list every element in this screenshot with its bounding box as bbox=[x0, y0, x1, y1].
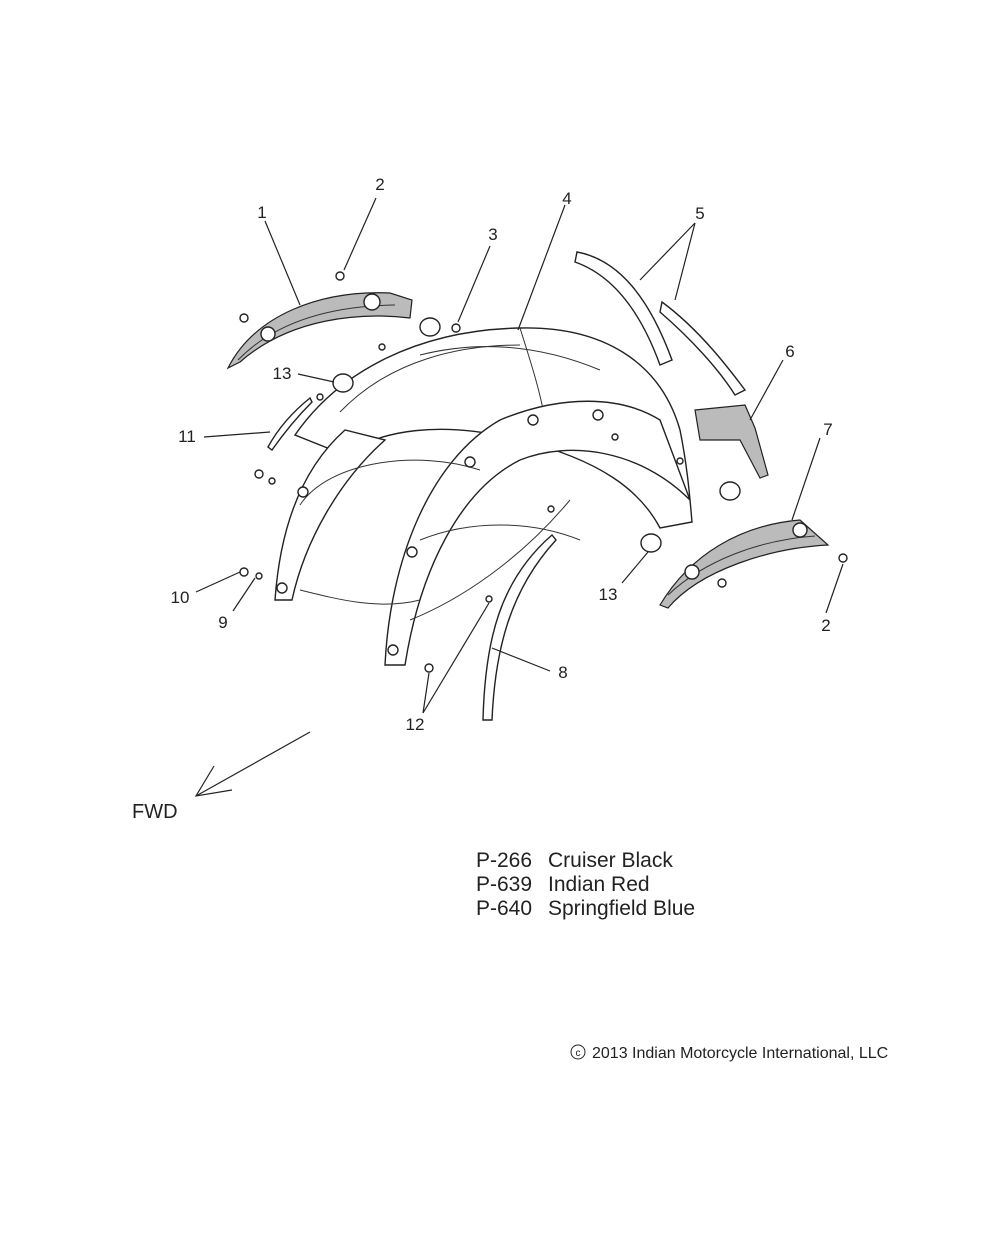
paint-name: Indian Red bbox=[548, 873, 650, 896]
callout-8: 8 bbox=[558, 663, 567, 682]
copyright-symbol: c bbox=[576, 1048, 581, 1059]
fwd-label: FWD bbox=[132, 801, 178, 823]
paint-code: P-640 bbox=[476, 897, 532, 920]
callout-labels: 1 2 2 3 4 5 6 7 8 9 10 11 12 13 13 bbox=[171, 175, 833, 734]
callout-1: 1 bbox=[257, 203, 266, 222]
callout-10: 10 bbox=[171, 588, 190, 607]
paint-code: P-639 bbox=[476, 873, 532, 896]
part-5-stripes bbox=[574, 251, 747, 396]
part-4-fender bbox=[274, 327, 693, 666]
paint-name: Springfield Blue bbox=[548, 897, 695, 920]
paint-code-list: P-266 Cruiser Black P-639 Indian Red P-6… bbox=[476, 849, 695, 920]
paint-code: P-266 bbox=[476, 849, 532, 872]
part-8-strip bbox=[482, 533, 557, 721]
callout-12: 12 bbox=[406, 715, 425, 734]
callout-4: 4 bbox=[562, 189, 571, 208]
copyright-text: 2013 Indian Motorcycle International, LL… bbox=[592, 1045, 888, 1062]
callout-3: 3 bbox=[488, 225, 497, 244]
callout-7: 7 bbox=[823, 420, 832, 439]
part-11-trim bbox=[267, 396, 313, 451]
part-6-badge bbox=[694, 404, 769, 479]
callout-13: 13 bbox=[273, 364, 292, 383]
callout-11: 11 bbox=[178, 427, 196, 446]
callout-2: 2 bbox=[821, 616, 830, 635]
callout-5: 5 bbox=[695, 204, 704, 223]
forward-arrow bbox=[194, 731, 311, 797]
callout-6: 6 bbox=[785, 342, 794, 361]
part-13-decal bbox=[640, 533, 662, 553]
part-1-rail-trim bbox=[226, 292, 413, 370]
part-13-decal bbox=[719, 481, 741, 501]
part-13-decal bbox=[332, 373, 354, 393]
part-7-rail-trim bbox=[659, 519, 830, 609]
callout-2: 2 bbox=[375, 175, 384, 194]
callout-13: 13 bbox=[599, 585, 618, 604]
callout-9: 9 bbox=[218, 613, 227, 632]
paint-name: Cruiser Black bbox=[548, 849, 673, 872]
part-13-decal bbox=[419, 317, 441, 337]
leader-lines bbox=[195, 197, 844, 714]
fasteners bbox=[239, 271, 848, 673]
copyright: c 2013 Indian Motorcycle International, … bbox=[570, 1044, 888, 1062]
